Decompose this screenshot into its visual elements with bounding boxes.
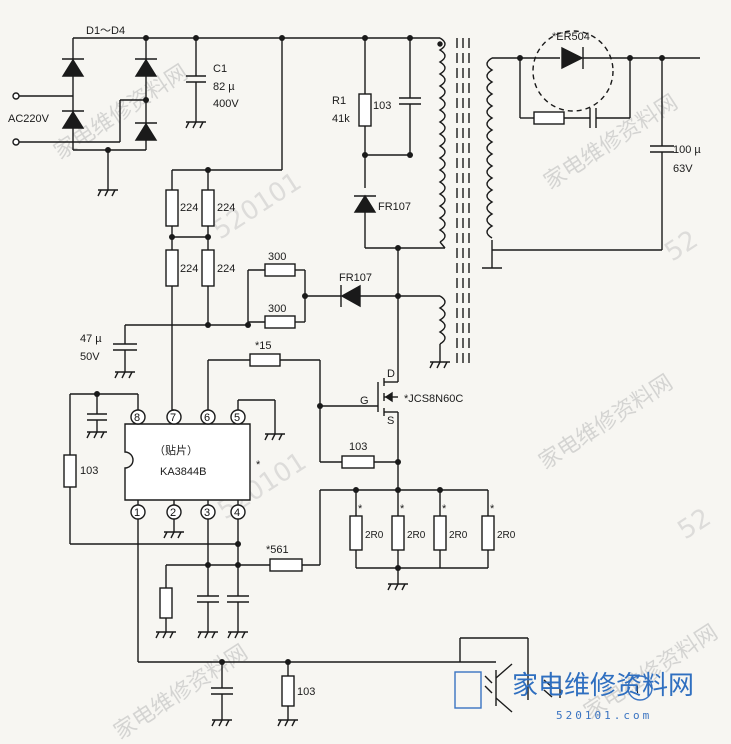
label-out-cap-voltage: 63V <box>673 163 693 175</box>
transformer-secondary <box>482 57 662 269</box>
label-ic-part: KA3844B <box>160 466 206 478</box>
transformer-core <box>456 38 470 365</box>
label-r103-gate: 103 <box>349 441 367 453</box>
label-c1-value: 82 µ <box>213 81 235 93</box>
label-mosfet-d: D <box>387 368 395 380</box>
label-mosfet-g: G <box>360 395 369 407</box>
label-r561: *561 <box>266 544 289 556</box>
startup-resistors <box>165 38 283 410</box>
output-capacitor <box>650 58 674 250</box>
label-2r0-4: 2R0 <box>497 530 516 541</box>
logo-text: 家电维修资料网 <box>512 671 694 701</box>
watermark-number: 52 <box>672 503 716 546</box>
ic-pin-number: 8 <box>134 412 140 424</box>
diode-d1 <box>61 58 85 77</box>
label-fr107-top: FR107 <box>378 201 411 213</box>
label-mosfet-part: *JCS8N60C <box>404 393 463 405</box>
site-logo: 家电维修资料网 520101.com <box>512 671 694 722</box>
capacitor-c1 <box>185 38 206 129</box>
label-r1-name: R1 <box>332 95 346 107</box>
label-2r0-1: 2R0 <box>365 530 384 541</box>
ic-pin-number: 1 <box>134 507 140 519</box>
ic-ka3844b <box>124 409 251 520</box>
junction-dots <box>94 35 665 665</box>
snubber-network <box>353 38 445 249</box>
label-r15: *15 <box>255 340 272 352</box>
current-sense-resistors <box>320 489 495 591</box>
label-er504: *ER504 <box>552 31 590 43</box>
ground-symbol <box>97 189 118 197</box>
label-diodes: D1～D4 <box>86 25 125 37</box>
watermark-layer: 家电维修资料网 家电维修资料网 家电维修资料网 家电维修资料网 家电维修资料网 … <box>50 60 723 744</box>
label-r224-a: 224 <box>180 202 198 214</box>
label-r300-b: 300 <box>268 303 286 315</box>
label-fr107-mid: FR107 <box>339 272 372 284</box>
aux-supply <box>113 248 450 379</box>
label-r103-left: 103 <box>80 465 98 477</box>
label-r1-value: 41k <box>332 113 350 125</box>
ic-wiring <box>63 393 460 727</box>
watermark-number: 52 <box>659 225 703 268</box>
mosfet-switch <box>320 370 399 490</box>
output-rectifier <box>519 30 700 128</box>
label-r224-d: 224 <box>217 263 235 275</box>
label-c1-name: C1 <box>213 63 227 75</box>
label-ic-package: （贴片） <box>154 443 198 457</box>
label-sense-star: * <box>442 503 447 515</box>
transformer-primary <box>420 37 446 249</box>
label-ic-star: * <box>256 459 261 471</box>
ic-pin-number: 5 <box>234 412 240 424</box>
label-r103-bottom: 103 <box>297 686 315 698</box>
ic-pin-number: 7 <box>170 412 176 424</box>
watermark-text: 家电维修资料网 <box>535 370 678 475</box>
label-2r0-3: 2R0 <box>449 530 468 541</box>
logo-url: 520101.com <box>556 709 652 722</box>
label-sense-star: * <box>358 503 363 515</box>
label-r224-b: 224 <box>217 202 235 214</box>
label-r224-c: 224 <box>180 263 198 275</box>
label-mosfet-s: S <box>387 415 394 427</box>
ic-pin-number: 3 <box>204 507 210 519</box>
diode-d3 <box>134 58 158 77</box>
diode-d2 <box>61 110 85 129</box>
label-sense-star: * <box>400 503 405 515</box>
component-labels: D1～D4 AC220V C1 82 µ 400V R1 41k 103 FR1… <box>8 25 701 698</box>
watermark-text: 家电维修资料网 <box>540 90 683 195</box>
ac-terminal-lower <box>12 138 20 146</box>
ic-pin-number: 2 <box>170 507 176 519</box>
ic-pin-number: 6 <box>204 412 210 424</box>
watermark-text: 家电维修资料网 <box>110 640 253 744</box>
label-cap47-value: 47 µ <box>80 333 102 345</box>
ac-terminal-upper <box>12 92 20 100</box>
diode-d4 <box>134 122 158 141</box>
optocoupler <box>454 637 653 713</box>
label-out-cap-value: 100 µ <box>673 144 701 156</box>
gate-drive <box>207 353 398 469</box>
label-r300-a: 300 <box>268 251 286 263</box>
label-2r0-2: 2R0 <box>407 530 426 541</box>
label-cap-103-top: 103 <box>373 100 391 112</box>
label-cap47-voltage: 50V <box>80 351 100 363</box>
label-c1-voltage: 400V <box>213 98 239 110</box>
label-ac-input: AC220V <box>8 113 50 125</box>
ic-pin-number: 4 <box>234 507 240 519</box>
label-opto-mark: I <box>636 684 639 696</box>
label-sense-star: * <box>490 503 495 515</box>
